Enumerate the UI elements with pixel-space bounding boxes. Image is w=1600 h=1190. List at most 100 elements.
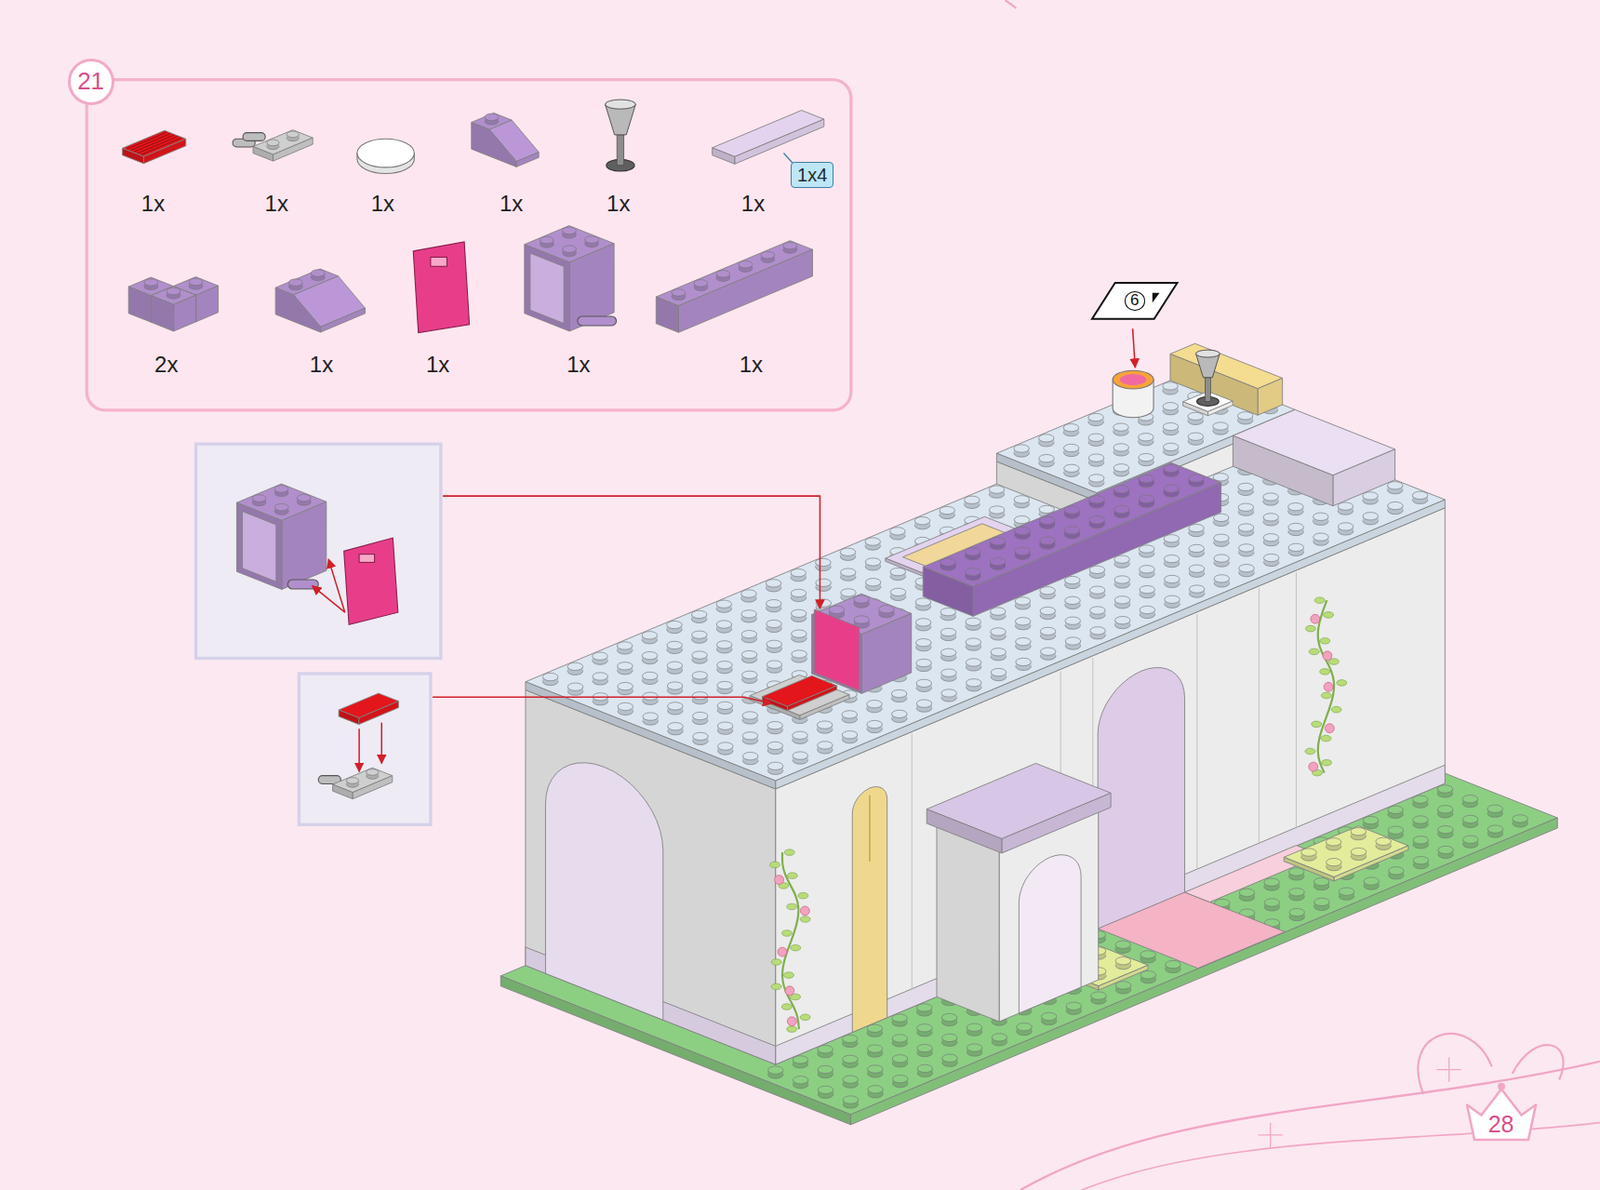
stud bbox=[916, 1003, 932, 1012]
leaf bbox=[771, 959, 782, 966]
stud bbox=[692, 630, 707, 639]
stud bbox=[1113, 485, 1129, 494]
slope-brick bbox=[471, 122, 517, 168]
stud bbox=[767, 741, 783, 749]
stud bbox=[765, 579, 781, 587]
decorative-swirl bbox=[1512, 1044, 1564, 1080]
stud bbox=[1138, 433, 1154, 441]
stud bbox=[916, 639, 932, 647]
stud bbox=[891, 689, 907, 697]
rose bbox=[774, 875, 785, 885]
stud bbox=[1362, 815, 1378, 824]
stud bbox=[562, 226, 577, 235]
leader-arrow bbox=[328, 559, 346, 613]
container-opening bbox=[242, 511, 277, 583]
part-count: 1x bbox=[606, 191, 630, 216]
stud bbox=[841, 710, 857, 719]
clip bbox=[577, 316, 617, 326]
stud bbox=[1063, 424, 1079, 432]
stud bbox=[1114, 505, 1130, 513]
grille-plate bbox=[338, 709, 360, 725]
stud bbox=[666, 661, 682, 669]
stud bbox=[914, 517, 930, 525]
sticker-callout: 6 bbox=[1090, 280, 1179, 321]
fence bbox=[1170, 353, 1258, 415]
stud bbox=[790, 588, 806, 597]
part-count: 1x bbox=[426, 351, 450, 376]
stud bbox=[1138, 453, 1154, 461]
stud bbox=[310, 269, 325, 278]
stud bbox=[1362, 512, 1378, 520]
brick-1x6 bbox=[655, 296, 679, 333]
stud bbox=[1114, 575, 1130, 584]
stud bbox=[692, 671, 707, 680]
stud bbox=[817, 1085, 833, 1094]
stud bbox=[1188, 564, 1204, 573]
stud bbox=[666, 681, 682, 690]
stud bbox=[1387, 501, 1403, 509]
rose bbox=[1310, 613, 1320, 624]
stud bbox=[1162, 382, 1178, 390]
crown-jewel bbox=[1497, 1082, 1506, 1091]
grille-line bbox=[141, 137, 182, 155]
stud bbox=[866, 700, 882, 708]
leaf bbox=[770, 861, 781, 868]
stud bbox=[892, 1054, 907, 1063]
gate-house bbox=[936, 823, 1000, 1022]
grille-plate bbox=[761, 696, 787, 711]
stud bbox=[742, 670, 758, 679]
stud bbox=[366, 769, 379, 776]
grille-line bbox=[137, 136, 178, 154]
brick-1x6 bbox=[678, 249, 813, 333]
gate-roof bbox=[1001, 792, 1111, 854]
rose-vine bbox=[782, 852, 800, 1029]
wall-seam bbox=[1295, 572, 1297, 827]
stud bbox=[1487, 804, 1503, 813]
stud bbox=[667, 722, 683, 731]
stud bbox=[828, 605, 844, 614]
rose bbox=[1323, 681, 1334, 692]
stud bbox=[1263, 533, 1279, 542]
stud bbox=[1512, 814, 1528, 823]
leaf bbox=[1311, 720, 1322, 728]
stud bbox=[671, 289, 686, 297]
stud bbox=[252, 494, 267, 503]
stud bbox=[939, 506, 955, 514]
corner-brick bbox=[196, 285, 219, 322]
stud bbox=[840, 588, 856, 597]
stud bbox=[1064, 526, 1080, 534]
size-callout: 1x4 bbox=[790, 161, 834, 188]
stud bbox=[1162, 422, 1178, 430]
stud bbox=[1462, 794, 1478, 802]
stud bbox=[792, 751, 808, 760]
step-number-text: 21 bbox=[77, 67, 105, 95]
stud bbox=[791, 650, 807, 658]
container bbox=[524, 244, 570, 332]
stud bbox=[1301, 848, 1317, 856]
grille-plate bbox=[122, 147, 145, 163]
stud bbox=[1187, 412, 1203, 420]
stud bbox=[892, 1074, 907, 1082]
stud bbox=[1238, 503, 1254, 511]
plate-with-clips bbox=[749, 674, 850, 716]
stud bbox=[760, 251, 775, 259]
stud bbox=[1065, 575, 1080, 584]
leaf bbox=[1323, 612, 1334, 619]
stud bbox=[990, 667, 1006, 676]
stud bbox=[542, 672, 558, 680]
stud bbox=[1014, 546, 1030, 555]
stud bbox=[1040, 606, 1055, 614]
stud bbox=[741, 650, 757, 658]
stud bbox=[1115, 981, 1131, 989]
stud bbox=[641, 651, 657, 659]
stud bbox=[1387, 805, 1403, 814]
stud bbox=[916, 679, 932, 687]
stud bbox=[1463, 835, 1479, 843]
stud bbox=[1388, 866, 1404, 875]
stud bbox=[1264, 878, 1280, 886]
stud bbox=[274, 485, 289, 494]
curved-roof bbox=[1333, 449, 1396, 507]
stud bbox=[274, 503, 289, 511]
stud bbox=[940, 627, 956, 636]
window bbox=[852, 786, 887, 1033]
